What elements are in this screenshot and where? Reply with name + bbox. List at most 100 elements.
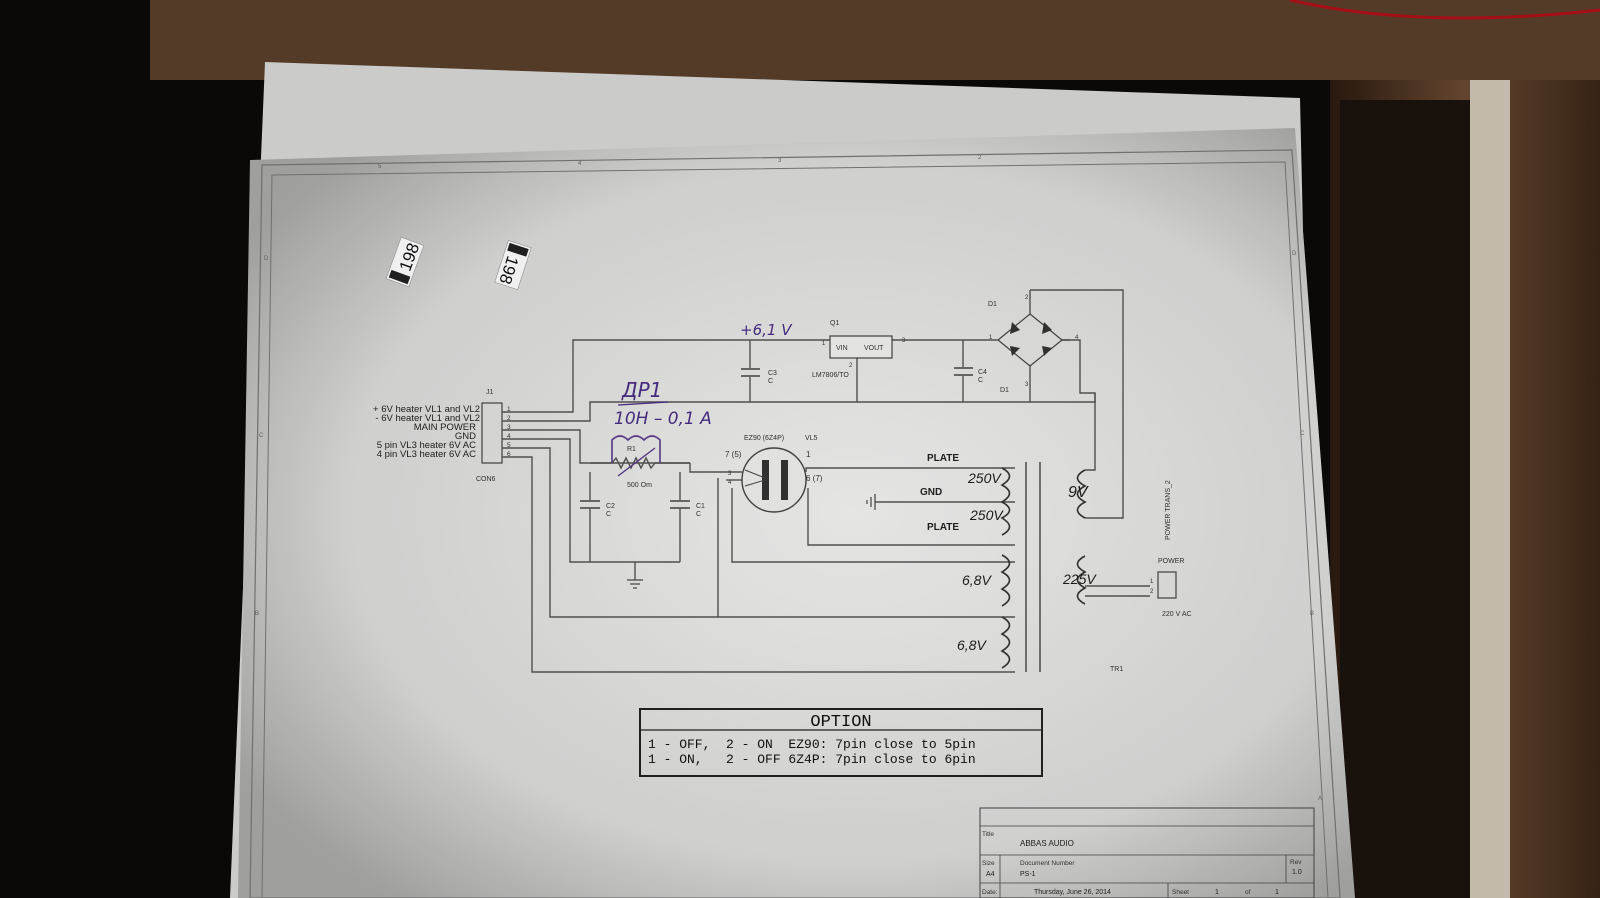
frame-top-2: 2 bbox=[978, 155, 982, 161]
voltage-250-b: 250V bbox=[969, 507, 1004, 523]
transformer-ref: TR1 bbox=[1110, 666, 1123, 673]
ground-symbol-bottom bbox=[627, 579, 643, 589]
capacitor-c3-ref: C3 bbox=[768, 370, 777, 377]
connector-j1-ref: J1 bbox=[486, 389, 494, 396]
capacitor-c1-ref: C1 bbox=[696, 503, 705, 510]
tube-pin-6-7: 6 (7) bbox=[806, 474, 823, 483]
resistor-r1-ref: R1 bbox=[627, 446, 636, 453]
resistor-r1: R1 500 Om bbox=[590, 446, 690, 489]
choke-drawing: ДР1 10H – 0,1 A bbox=[611, 378, 712, 477]
coil-heater-b bbox=[1000, 616, 1011, 669]
tube-type: EZ90 (6Z4P) bbox=[744, 435, 784, 442]
bridge-rectifier-d1: D1 D1 1 2 3 4 bbox=[988, 290, 1079, 394]
tube-pin-7-5: 7 (5) bbox=[725, 450, 742, 459]
wire-bridge-top bbox=[1030, 289, 1124, 519]
date-value: Thursday, June 26, 2014 bbox=[1034, 889, 1111, 896]
frame-left-d: D bbox=[264, 256, 269, 262]
wire-heater-plus bbox=[502, 339, 830, 413]
voltage-9: 9V bbox=[1068, 484, 1089, 501]
tube-pin-4: 4 bbox=[728, 480, 732, 486]
power-connector: POWER 220 V AC 1 2 bbox=[1150, 558, 1192, 618]
regulator-voltage-hand: +6,1 V bbox=[740, 321, 793, 339]
plate-label-1: PLATE bbox=[927, 453, 959, 464]
resistor-r1-val: 500 Om bbox=[627, 482, 652, 489]
connector-pin-3: 3 bbox=[507, 424, 511, 431]
regulator-body bbox=[829, 335, 893, 359]
connector-pin-2: 2 bbox=[507, 415, 511, 422]
bridge-ref-side: D1 bbox=[1000, 387, 1009, 394]
wire-tube-pin6-plate2 bbox=[807, 488, 1015, 546]
frame-right-c: C bbox=[1300, 431, 1305, 437]
bridge-pin-3: 3 bbox=[1025, 382, 1029, 388]
connector-line-5: 5 pin VL3 heater 6V AC bbox=[377, 440, 476, 451]
size-value: A4 bbox=[986, 871, 995, 878]
connector-j1: J1 CON6 + 6V heater VL1 and VL2 - 6V hea… bbox=[373, 389, 511, 483]
connector-pin-6: 6 bbox=[507, 451, 511, 458]
frame-right-d: D bbox=[1292, 251, 1297, 257]
regulator-q1: VIN VOUT Q1 LM7806/TO 1 2 3 bbox=[812, 320, 906, 379]
wires bbox=[502, 289, 1150, 673]
capacitor-c4-ref: C4 bbox=[978, 369, 987, 376]
capacitor-c2-ref: C2 bbox=[606, 503, 615, 510]
frame-top-5: 5 bbox=[378, 164, 382, 170]
regulator-type: LM7806/TO bbox=[812, 372, 849, 379]
capacitor-c4-val: C bbox=[978, 377, 983, 384]
voltage-250-a: 250V bbox=[967, 470, 1002, 486]
regulator-pin-2: 2 bbox=[849, 363, 853, 369]
title-block: Title ABBAS AUDIO Size A4 Document Numbe… bbox=[979, 807, 1315, 898]
power-label: POWER bbox=[1158, 558, 1184, 565]
title-label: Title bbox=[982, 831, 994, 838]
sheet-label: Sheet bbox=[1172, 889, 1189, 896]
date-label: Date: bbox=[982, 889, 998, 896]
plate-label-2: PLATE bbox=[927, 522, 959, 533]
power-pin-2: 2 bbox=[1150, 589, 1154, 595]
frame-right-a: A bbox=[1318, 796, 1322, 802]
option-box: OPTION 1 - OFF, 2 - ON EZ90: 7pin close … bbox=[639, 708, 1043, 777]
front-sheet bbox=[238, 128, 1355, 898]
mains-label: 220 V AC bbox=[1162, 611, 1192, 618]
rev-label: Rev bbox=[1290, 859, 1302, 866]
wire-vl3-heater-5 bbox=[502, 447, 1015, 618]
capacitor-c1-val: C bbox=[696, 511, 701, 518]
sheets-value: 1 bbox=[1275, 889, 1279, 896]
frame-top-4: 4 bbox=[578, 161, 582, 167]
capacitor-c4: C4 C bbox=[954, 367, 987, 384]
sheet-value: 1 bbox=[1215, 889, 1219, 896]
coil-plate bbox=[1000, 467, 1011, 536]
capacitor-c2-val: C bbox=[606, 511, 611, 518]
size-label: Size bbox=[982, 860, 995, 867]
frame-top-3: 3 bbox=[778, 158, 782, 164]
choke-value-hand: 10H – 0,1 A bbox=[614, 409, 712, 429]
regulator-pin-3: 3 bbox=[902, 338, 906, 344]
option-line-2: 1 - ON, 2 - OFF 6Z4P: 7pin close to 6pin bbox=[648, 752, 976, 767]
wire-gnd bbox=[502, 438, 680, 563]
of-label: of bbox=[1245, 889, 1251, 896]
capacitor-c3: C3 C bbox=[741, 368, 777, 385]
transformer-voltages-hand: 250V 250V 9V 225V 6,8V 6,8V bbox=[957, 470, 1097, 653]
capacitor-c2: C2 C bbox=[580, 500, 615, 518]
connector-pin-4: 4 bbox=[507, 433, 511, 440]
wire-tube-pin1-plate1 bbox=[805, 467, 1015, 472]
wire-vl3-heater-4 bbox=[502, 456, 1015, 673]
frame-left-c: C bbox=[259, 433, 264, 439]
frame-left-b: B bbox=[255, 611, 259, 617]
gnd-label: GND bbox=[920, 487, 942, 498]
voltage-225: 225V bbox=[1062, 571, 1097, 587]
voltage-6-8-a: 6,8V bbox=[962, 572, 992, 588]
connector-line-6: 4 pin VL3 heater 6V AC bbox=[377, 449, 476, 460]
power-pin-1: 1 bbox=[1150, 579, 1154, 585]
bridge-pin-1: 1 bbox=[989, 335, 993, 341]
wire-tube-pin4 bbox=[731, 488, 1015, 563]
docnum-label: Document Number bbox=[1020, 860, 1075, 867]
option-line-1: 1 - OFF, 2 - ON EZ90: 7pin close to 5pin bbox=[648, 737, 976, 752]
tube-ref: VL5 bbox=[805, 435, 818, 442]
regulator-ref: Q1 bbox=[830, 320, 839, 327]
wire-bridge-right bbox=[1062, 339, 1096, 471]
bridge-pin-2: 2 bbox=[1025, 295, 1029, 301]
connector-line-1: + 6V heater VL1 and VL2 bbox=[373, 404, 480, 415]
option-title: OPTION bbox=[810, 713, 871, 732]
choke-ref-hand: ДР1 bbox=[621, 378, 662, 402]
connector-line-4: GND bbox=[455, 431, 476, 442]
